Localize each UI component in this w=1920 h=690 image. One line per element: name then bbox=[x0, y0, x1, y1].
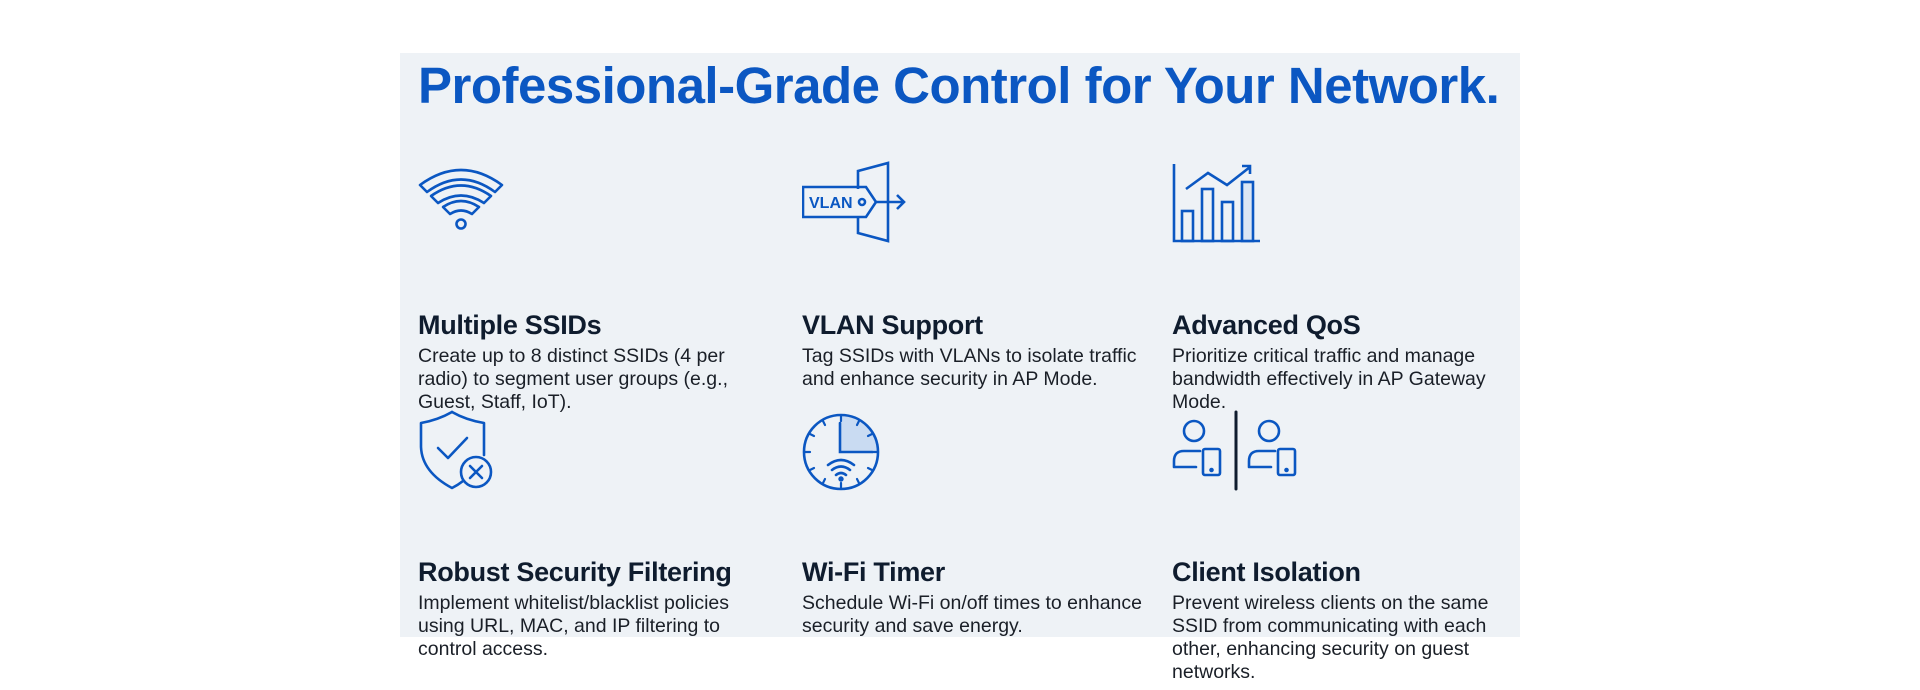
feature-title: Client Isolation bbox=[1172, 557, 1361, 587]
feature-title: VLAN Support bbox=[802, 310, 983, 340]
svg-text:VLAN: VLAN bbox=[809, 195, 853, 212]
feature-title: Wi-Fi Timer bbox=[802, 557, 945, 587]
feature-description: Prevent wireless clients on the same SSI… bbox=[1172, 592, 1489, 683]
feature-description: Tag SSIDs with VLANs to isolate traffic … bbox=[802, 345, 1137, 390]
feature-panel: Professional-Grade Control for Your Netw… bbox=[400, 53, 1520, 683]
wifi-icon bbox=[418, 163, 504, 233]
feature-title: Advanced QoS bbox=[1172, 310, 1361, 340]
feature-description: Prioritize critical traffic and manage b… bbox=[1172, 345, 1486, 413]
feature-description: Schedule Wi-Fi on/off times to enhance s… bbox=[802, 592, 1142, 637]
clock-wifi-icon bbox=[802, 412, 882, 492]
feature-description: Implement whitelist/blacklist policies u… bbox=[418, 592, 730, 660]
vlan-tag-icon: VLAN bbox=[802, 161, 908, 243]
client-isolation-icon bbox=[1172, 409, 1302, 491]
feature-description: Create up to 8 distinct SSIDs (4 per rad… bbox=[418, 345, 728, 413]
feature-title: Robust Security Filtering bbox=[418, 557, 732, 587]
bar-chart-trend-icon bbox=[1172, 162, 1262, 244]
page-title: Professional-Grade Control for Your Netw… bbox=[418, 57, 1500, 114]
feature-title: Multiple SSIDs bbox=[418, 310, 602, 340]
shield-check-icon bbox=[418, 410, 498, 492]
